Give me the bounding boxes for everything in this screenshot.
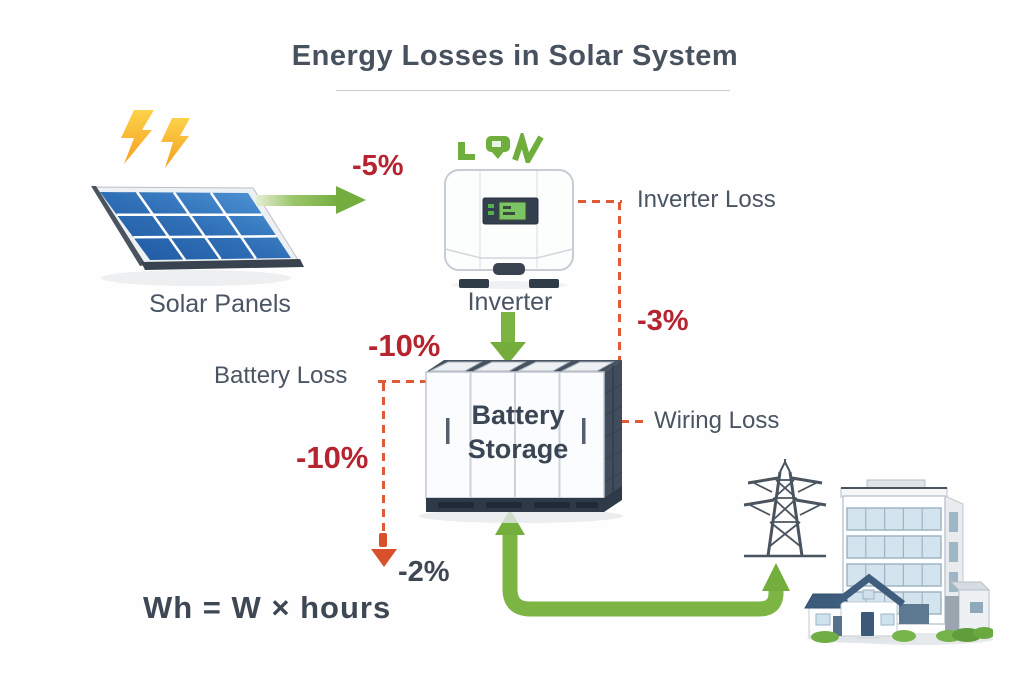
- battery-storage-label-line2: Storage: [467, 433, 569, 464]
- green-brand-logo-icon: [458, 133, 544, 163]
- transmission-tower-illustration: [743, 459, 827, 558]
- inverter-illustration: [444, 169, 574, 289]
- battery-loss-dash-vertical: [382, 383, 385, 533]
- battery-loss-label: Battery Loss: [214, 362, 348, 389]
- solar-panels-label: Solar Panels: [149, 290, 291, 318]
- loss-value-battery-side: -10%: [296, 440, 369, 475]
- house-illustration: [804, 573, 919, 643]
- loss-value-inverter: -3%: [637, 305, 689, 337]
- battery-cabinet-illustration: [419, 360, 623, 523]
- office-building-illustration: [840, 479, 993, 645]
- battery-loss-arrowhead-icon: [371, 549, 397, 567]
- solar-panel-illustration: [91, 186, 304, 286]
- battery-storage-label: Battery Storage: [428, 399, 608, 467]
- inverter-loss-label: Inverter Loss: [637, 186, 776, 213]
- loss-value-panels-to-inverter: -5%: [352, 150, 404, 182]
- inverter-loss-dash-horizontal: [578, 200, 622, 203]
- wiring-loss-dash-elbow: [621, 420, 647, 423]
- flow-arrow-panels-to-inverter: [256, 186, 366, 214]
- loss-value-line-end: -2%: [398, 556, 450, 588]
- inverter-label: Inverter: [467, 288, 553, 316]
- battery-storage-label-line1: Battery: [471, 400, 565, 430]
- page-title: Energy Losses in Solar System: [291, 40, 739, 72]
- title-divider: [336, 90, 730, 91]
- formula-text: Wh = W × hours: [143, 590, 392, 625]
- loss-value-battery-top: -10%: [368, 328, 441, 363]
- battery-loss-dash-bold: [379, 533, 387, 547]
- inverter-display-screen: [498, 201, 527, 221]
- wiring-loss-label: Wiring Loss: [654, 407, 780, 434]
- battery-loss-dash-horizontal: [378, 380, 426, 383]
- lightning-bolts-icon: [121, 110, 190, 168]
- inverter-loss-dash-vertical: [618, 202, 621, 422]
- flow-arrow-inverter-to-battery: [490, 312, 526, 364]
